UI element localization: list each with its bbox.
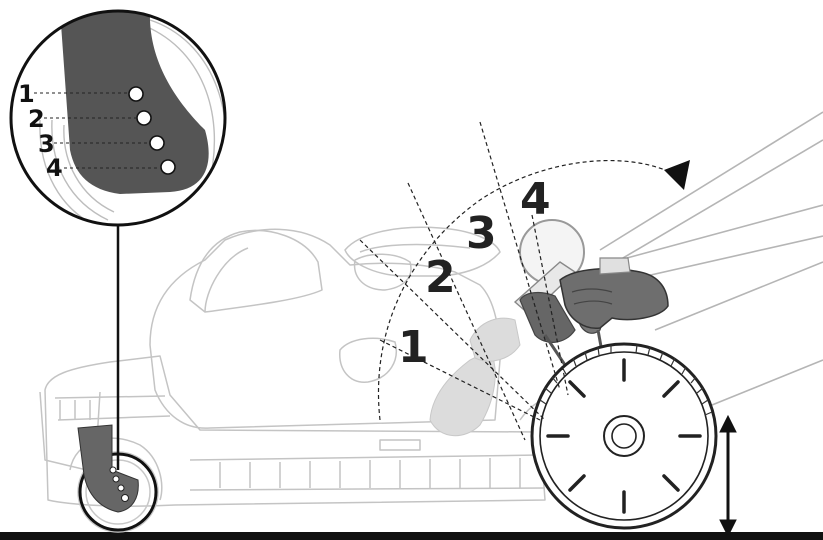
main-position-label-2: 2 bbox=[425, 252, 456, 303]
mower-body bbox=[39, 226, 621, 507]
detail-position-label-4: 4 bbox=[46, 154, 63, 182]
operator-hand bbox=[559, 257, 669, 329]
rotation-guides bbox=[359, 121, 671, 441]
double-arrow-vertical-icon bbox=[719, 414, 737, 538]
detail-hole-3 bbox=[149, 135, 165, 151]
detail-magnifier: 1 2 3 4 bbox=[9, 9, 227, 227]
detail-hole-4 bbox=[160, 159, 176, 175]
mower-handle bbox=[599, 111, 823, 406]
detail-position-label-1: 1 bbox=[18, 80, 35, 108]
ground-line bbox=[0, 532, 823, 540]
curved-arrow-icon bbox=[664, 160, 690, 190]
main-position-label-3: 3 bbox=[466, 208, 497, 259]
main-position-label-1: 1 bbox=[398, 322, 429, 373]
detail-position-label-3: 3 bbox=[38, 130, 55, 158]
bracket-callout bbox=[77, 424, 158, 532]
rear-wheel bbox=[530, 342, 718, 530]
main-position-label-4: 4 bbox=[520, 174, 551, 225]
detail-position-label-2: 2 bbox=[28, 105, 45, 133]
detail-hole-1 bbox=[128, 86, 144, 102]
detail-hole-2 bbox=[136, 110, 152, 126]
lever-ghost-positions bbox=[429, 317, 521, 437]
height-bracket-plate bbox=[30, 11, 209, 194]
